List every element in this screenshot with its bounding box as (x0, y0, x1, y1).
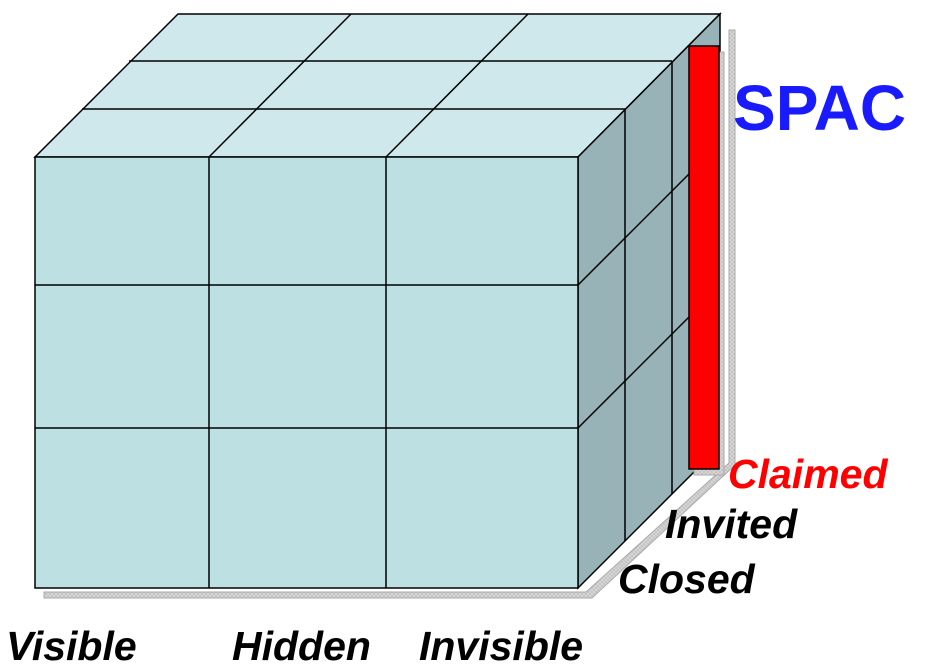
claimed-layer-bar (688, 45, 720, 470)
column-label-hidden: Hidden (232, 623, 371, 669)
column-label-visible: Visible (6, 623, 137, 669)
title-text: SPAC (733, 72, 906, 144)
cube-front-face (34, 156, 579, 589)
depth-label-closed: Closed (618, 556, 756, 602)
depth-label-invited: Invited (665, 501, 798, 547)
depth-label-claimed: Claimed (728, 451, 888, 497)
top-face-grid (82, 13, 672, 158)
cube-shadow (43, 29, 736, 599)
front-face-grid (35, 157, 578, 588)
column-label-invisible: Invisible (419, 623, 583, 669)
